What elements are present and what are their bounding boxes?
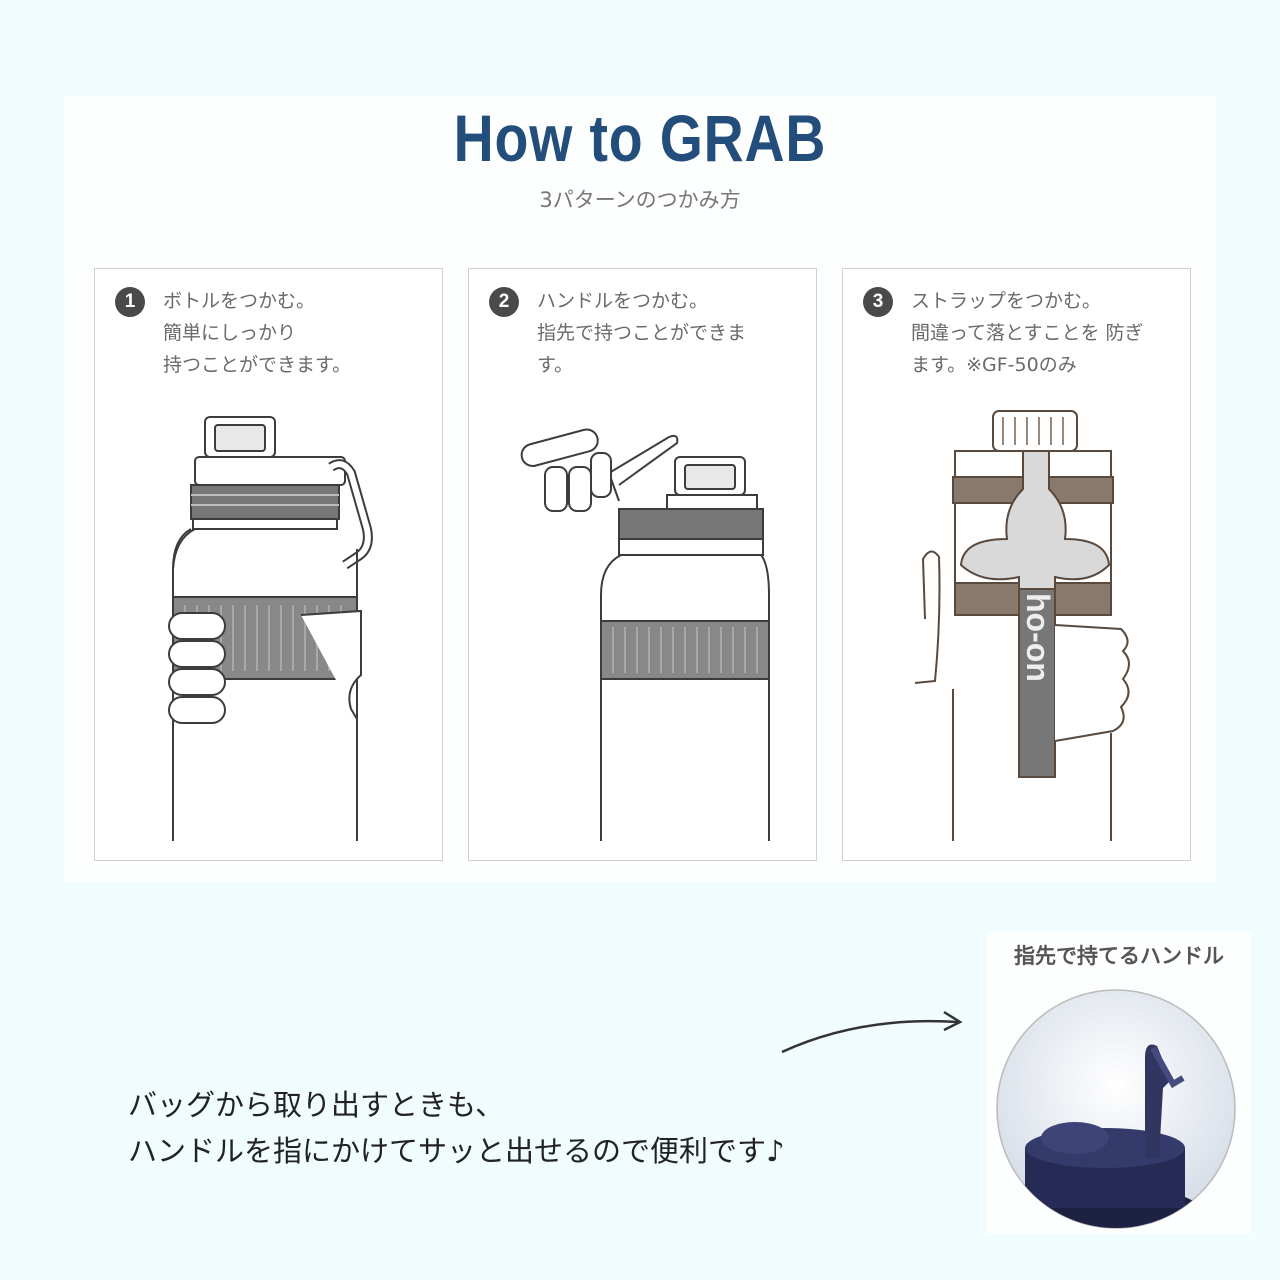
grab-card-handle: 2 ハンドルをつかむ。 指先で持つことができま す。 — [468, 268, 817, 861]
bottom-caption: バッグから取り出すときも、 ハンドルを指にかけてサッと出せるので便利です♪ — [128, 1088, 785, 1168]
strap-logo: ho-on — [1020, 593, 1056, 682]
step-description: ボトルをつかむ。 簡単にしっかり 持つことができます。 — [163, 290, 352, 376]
page-subtitle: 3パターンのつかみ方 — [539, 188, 741, 212]
page-title: How to GRAB — [453, 101, 827, 175]
step-description: ストラップをつかむ。 間違って落とすことを 防ぎ ます。※GF-50のみ — [911, 290, 1144, 376]
photo-label: 指先で持てるハンドル — [1014, 944, 1224, 968]
step-number: 1 — [115, 287, 145, 317]
grab-card-bottle: 1 ボトルをつかむ。 簡単にしっかり 持つことができます。 — [94, 268, 443, 861]
handle-grip-illustration — [520, 428, 770, 841]
grab-card-strap: 3 ストラップをつかむ。 間違って落とすことを 防ぎ ます。※GF-50のみ h… — [842, 268, 1191, 861]
handle-photo — [996, 989, 1236, 1229]
arrow-icon — [781, 1010, 963, 1054]
strap-grip-illustration: ho-on — [914, 410, 1130, 841]
step-number: 2 — [489, 287, 519, 317]
step-description: ハンドルをつかむ。 指先で持つことができま す。 — [537, 290, 747, 376]
step-number: 3 — [863, 287, 893, 317]
handle-photo-box: 指先で持てるハンドル — [987, 932, 1251, 1234]
bottle-grip-illustration — [168, 416, 373, 841]
